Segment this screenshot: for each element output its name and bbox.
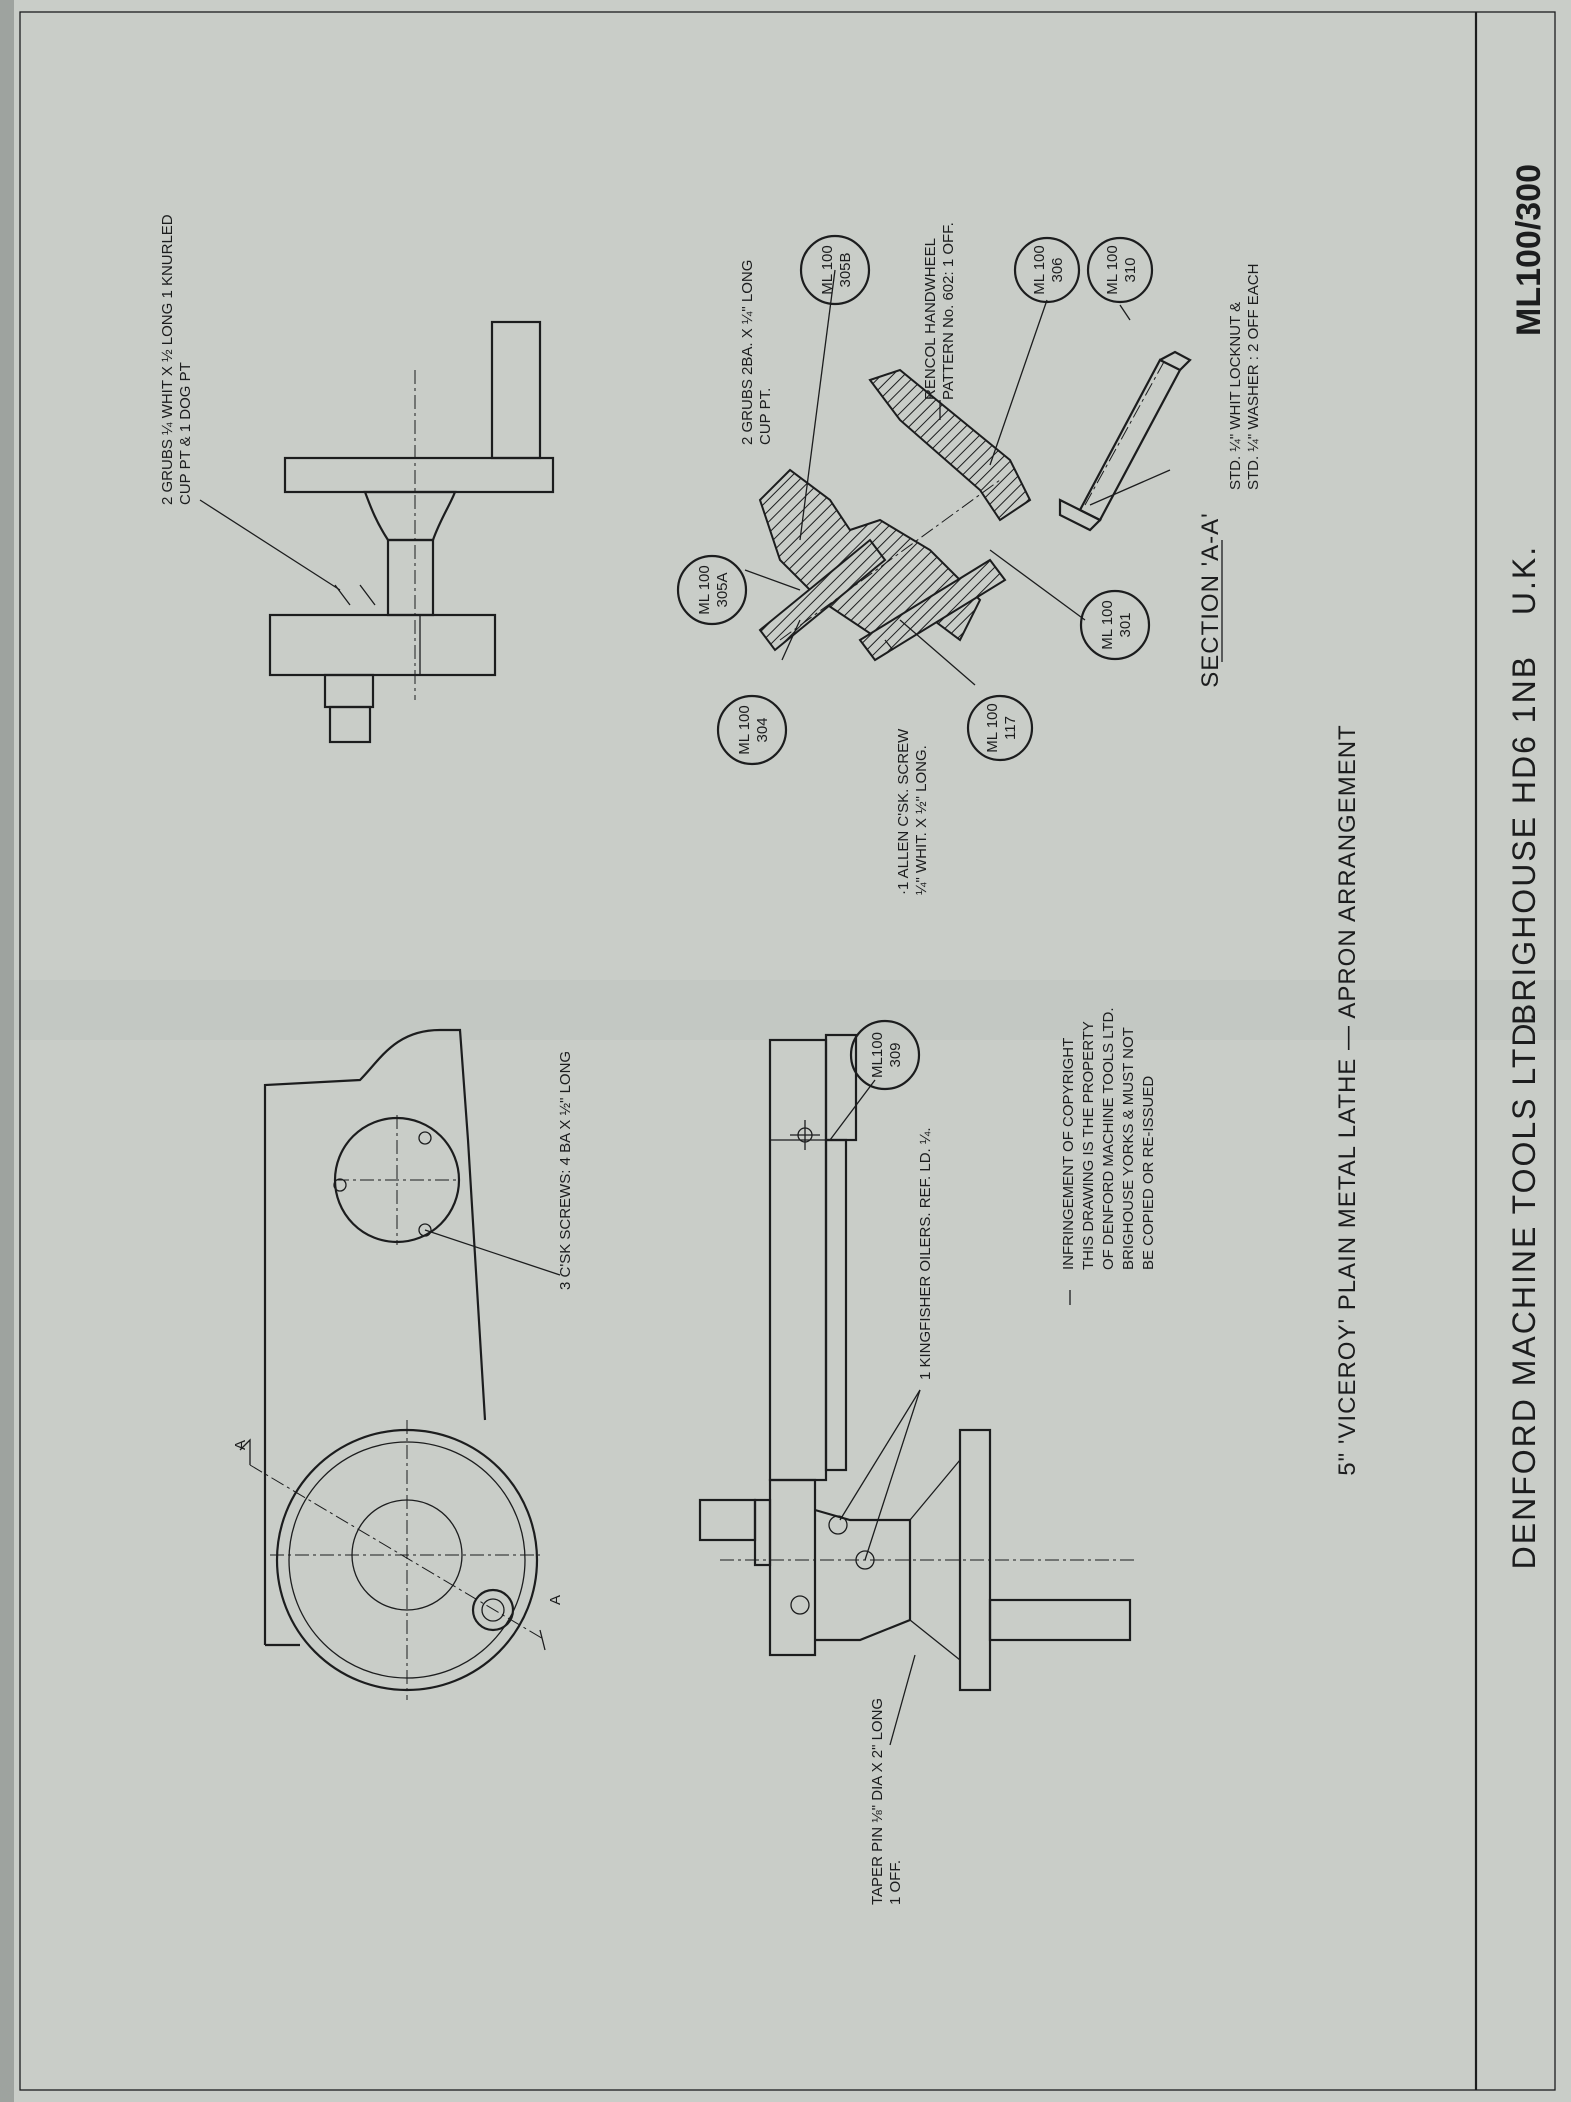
bubble-309-line1: ML100 [869,1032,886,1078]
callout-grubs-2ba-line1: 2 GRUBS 2BA. X ¼" LONG [739,260,756,445]
handwheel-side-view [199,320,555,744]
bubble-117: ML 100 117 [966,694,1034,762]
section-leaders [744,269,1171,686]
callout-std-locknut: STD. ¼" WHIT LOCKNUT & STD. ¼" WASHER : … [1227,264,1262,490]
bubble-301-line1: ML 100 [1099,600,1116,649]
callout-grubs-whit-line1: 2 GRUBS ¼ WHIT X ½ LONG 1 KNURLED [159,214,176,505]
section-mark-a-bottom: A [547,1595,564,1605]
callout-allen-screw: ·1 ALLEN C'SK. SCREW ¼" WHIT. X ½" LONG. [895,728,930,895]
callout-taper-pin: TAPER PIN ⅛" DIA X 2" LONG 1 OFF. [869,1698,904,1905]
callout-std-locknut-line1: STD. ¼" WHIT LOCKNUT & [1227,302,1244,490]
bubble-304: ML 100 304 [716,694,788,766]
callout-grubs-2ba: 2 GRUBS 2BA. X ¼" LONG CUP PT. [739,260,774,445]
callout-oilers-text: 1 KINGFISHER OILERS. REF. LD. ¼. [917,1127,934,1380]
copyright-line-4: BRIGHOUSE YORKS & MUST NOT [1120,1027,1137,1270]
callout-grubs-whit: 2 GRUBS ¼ WHIT X ½ LONG 1 KNURLED CUP PT… [159,214,194,505]
copyright-line-3: OF DENFORD MACHINE TOOLS LTD. [1100,1007,1117,1270]
callout-taper-pin-line1: TAPER PIN ⅛" DIA X 2" LONG [869,1698,886,1905]
copyright-note: INFRINGEMENT OF COPYRIGHT THIS DRAWING I… [1060,1007,1157,1305]
bubble-305A-line1: ML 100 [696,565,713,614]
section-a-a-view: SECTION 'A-A' [758,350,1224,688]
callout-grubs-whit-line2: CUP PT & 1 DOG PT [177,362,194,505]
callout-grubs-2ba-line2: CUP PT. [757,388,774,445]
bubble-117-line2: 117 [1002,716,1019,740]
copyright-line-5: BE COPIED OR RE-ISSUED [1140,1076,1157,1270]
bubble-304-line1: ML 100 [736,705,753,754]
callout-oilers: 1 KINGFISHER OILERS. REF. LD. ¼. [917,1127,934,1380]
bubble-304-line2: 304 [754,717,771,742]
bubble-117-line1: ML 100 [984,703,1001,752]
callout-std-locknut-line2: STD. ¼" WASHER : 2 OFF EACH [1245,264,1262,490]
bubble-305B-line1: ML 100 [819,245,836,294]
bubble-310-line2: 310 [1122,257,1139,282]
callout-csk-screws-text: 3 C'SK SCREWS: 4 BA X ½" LONG [557,1051,574,1290]
bubble-301: ML 100 301 [1079,589,1151,661]
callout-rencol-line1: RENCOL HANDWHEEL [922,238,939,400]
callout-taper-pin-line2: 1 OFF. [887,1860,904,1905]
copyright-line-1: INFRINGEMENT OF COPYRIGHT [1060,1038,1077,1270]
bubble-309: ML100 309 [849,1019,921,1091]
copyright-line-2: THIS DRAWING IS THE PROPERTY [1080,1021,1097,1270]
bubble-310: ML 100 310 [1086,236,1154,304]
left-edge-shadow [0,0,14,2102]
bubble-306-line1: ML 100 [1031,245,1048,294]
title-strip: ML100/300 U.K. BRIGHOUSE HD6 1NB DENFORD… [1506,164,1548,1569]
address-label: BRIGHOUSE HD6 1NB [1506,655,1542,1025]
callout-rencol-line2: PATTERN No. 602: 1 OFF. [940,222,957,400]
drawing-border [19,11,1556,2091]
callout-allen-screw-line1: ·1 ALLEN C'SK. SCREW [895,728,912,895]
section-label: SECTION 'A-A' [1197,512,1224,688]
company-name: DENFORD MACHINE TOOLS LTD. [1506,1011,1542,1570]
bubble-305A: ML 100 305A [676,554,748,626]
bubble-310-line1: ML 100 [1104,245,1121,294]
callout-csk-screws: 3 C'SK SCREWS: 4 BA X ½" LONG [557,1051,574,1290]
callout-rencol: RENCOL HANDWHEEL PATTERN No. 602: 1 OFF. [922,222,957,400]
page-fold [0,980,1571,1040]
drawing-title: 5" 'VICEROY' PLAIN METAL LATHE — APRON A… [1334,724,1361,1475]
bubble-309-line2: 309 [887,1042,904,1067]
leader-grubs-whit [199,499,341,591]
bubble-305B-line2: 305B [837,252,854,287]
bubble-306: ML 100 306 [1013,236,1081,304]
bubble-305A-line2: 305A [714,572,731,607]
apron-front-view: A A [232,1028,564,1700]
callout-allen-screw-line2: ¼" WHIT. X ½" LONG. [913,745,930,895]
apron-plan-view [698,1033,1135,1746]
section-mark-a-top: A [232,1440,249,1450]
bubble-306-line2: 306 [1049,257,1066,282]
bubble-305B: ML 100 305B [799,234,871,306]
country-label: U.K. [1506,545,1542,615]
drawing-number: ML100/300 [1510,164,1548,336]
bubble-301-line2: 301 [1117,612,1134,637]
